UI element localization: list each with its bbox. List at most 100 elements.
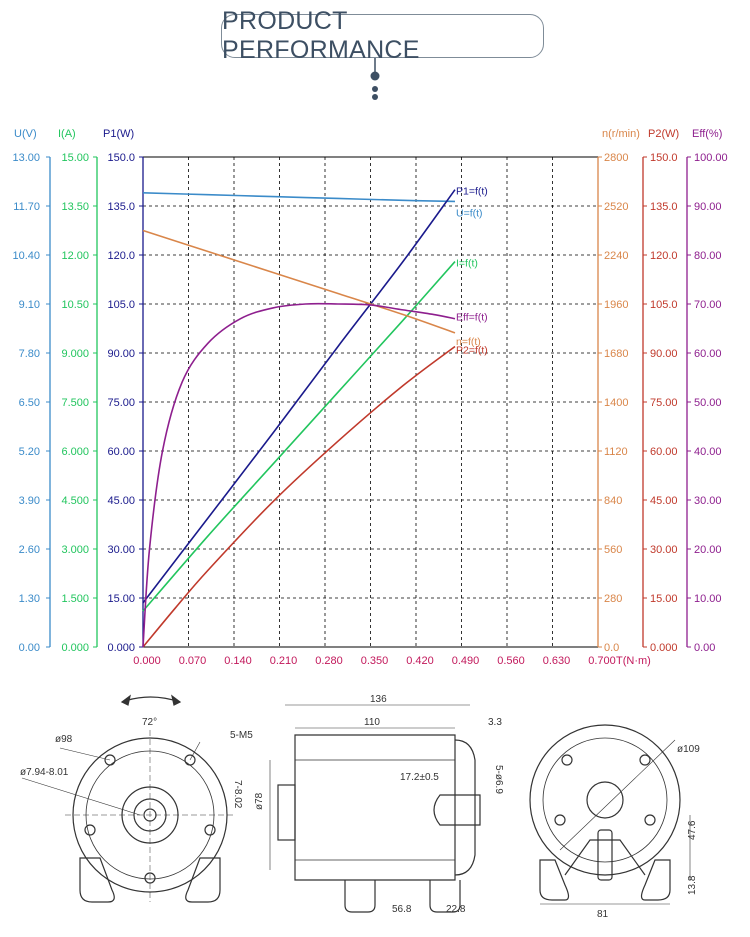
series-label-U: U=f(t) [456,207,483,219]
side-dia-label: ø78 [254,792,265,810]
y-tick-label-P1: 105.0 [107,299,135,311]
y-tick-label-P1: 45.00 [107,495,135,507]
y-tick-label-n: 2800 [604,152,628,164]
y-tick-label-Eff: 30.00 [694,495,722,507]
y-tick-label-I: 15.00 [61,152,89,164]
y-tick-label-I: 4.500 [61,495,89,507]
y-tick-label-U: 9.10 [19,299,40,311]
x-tick-label: 0.630 [543,655,571,667]
y-tick-label-n: 0.0 [604,642,619,654]
y-tick-label-P2: 0.000 [650,642,678,654]
y-tick-label-I: 6.000 [61,446,89,458]
y-tick-label-U: 0.00 [19,642,40,654]
y-tick-label-P1: 135.0 [107,201,135,213]
dimension-drawings: 72° ø98 5-M5 ø7.94-8.01 7-8.02 136 110 3… [20,694,700,920]
axis-title-n: n(r/min) [602,128,640,140]
side-flange-label: 3.3 [488,717,502,728]
y-tick-label-P2: 105.0 [650,299,678,311]
y-tick-label-I: 7.500 [61,397,89,409]
x-tick-label: 0.560 [497,655,525,667]
y-tick-label-Eff: 40.00 [694,446,722,458]
side-foot-spacing: 56.8 [392,904,412,915]
axis-title-U: U(V) [14,128,37,140]
y-tick-label-I: 13.50 [61,201,89,213]
axis-title-I: I(A) [58,128,76,140]
series-label-n: n=f(t) [456,336,481,348]
y-tick-label-P2: 120.0 [650,250,678,262]
y-tick-label-P1: 150.0 [107,152,135,164]
series-line-I [142,261,456,612]
x-tick-label: 0.420 [406,655,434,667]
front-holes-label: 5-M5 [230,730,253,741]
y-tick-label-P1: 60.00 [107,446,135,458]
y-tick-label-n: 560 [604,544,622,556]
rear-dia-label: ø109 [677,744,700,755]
front-angle-label: 72° [142,717,157,728]
y-tick-label-P1: 90.00 [107,348,135,360]
y-tick-label-U: 5.20 [19,446,40,458]
x-tick-label: 0.210 [270,655,298,667]
y-tick-label-P2: 75.00 [650,397,678,409]
x-tick-label: 0.000 [133,655,161,667]
y-tick-label-I: 3.000 [61,544,89,556]
x-tick-label: 0.700 [588,655,616,667]
axis-title-P2: P2(W) [648,128,679,140]
y-tick-label-n: 280 [604,593,622,605]
y-tick-label-I: 1.500 [61,593,89,605]
y-tick-label-U: 1.30 [19,593,40,605]
y-tick-label-P2: 60.00 [650,446,678,458]
y-tick-label-I: 9.000 [61,348,89,360]
y-tick-label-Eff: 60.00 [694,348,722,360]
y-tick-label-Eff: 90.00 [694,201,722,213]
x-tick-label: 0.070 [179,655,207,667]
y-tick-label-P1: 15.00 [107,593,135,605]
y-tick-label-P2: 90.00 [650,348,678,360]
y-tick-label-Eff: 0.00 [694,642,715,654]
y-tick-label-n: 1120 [604,446,628,458]
y-tick-label-n: 1680 [604,348,628,360]
y-tick-label-n: 1400 [604,397,628,409]
y-tick-label-P2: 30.00 [650,544,678,556]
side-view-drawing [269,704,481,913]
rear-width-label: 81 [597,909,609,920]
y-tick-label-P2: 150.0 [650,152,678,164]
axis-title-Eff: Eff(%) [692,128,722,140]
y-tick-label-U: 10.40 [12,250,40,262]
y-tick-label-n: 2240 [604,250,628,262]
y-tick-label-P2: 45.00 [650,495,678,507]
front-view-drawing [21,694,235,903]
y-tick-label-n: 2520 [604,201,628,213]
side-holes-label: 5-ø6.9 [493,765,504,794]
y-tick-label-Eff: 50.00 [694,397,722,409]
y-tick-label-U: 2.60 [19,544,40,556]
y-tick-label-I: 12.00 [61,250,89,262]
series-line-P1 [142,189,456,604]
series-label-I: I=f(t) [456,258,478,270]
y-tick-label-P1: 75.00 [107,397,135,409]
y-tick-label-U: 13.00 [12,152,40,164]
side-offset-label: 22.8 [446,904,466,915]
y-tick-label-P1: 30.00 [107,544,135,556]
y-tick-label-Eff: 10.00 [694,593,722,605]
y-tick-label-I: 10.50 [61,299,89,311]
y-tick-label-n: 840 [604,495,622,507]
side-length-body: 110 [364,717,380,728]
side-shaft-label: 17.2±0.5 [400,772,439,783]
y-tick-label-P2: 15.00 [650,593,678,605]
series-label-Eff: Eff=f(t) [456,312,488,324]
front-shaft-label: ø7.94-8.01 [20,767,69,778]
y-tick-label-P1: 0.000 [107,642,135,654]
y-tick-label-U: 6.50 [19,397,40,409]
y-tick-label-Eff: 100.00 [694,152,728,164]
axis-title-P1: P1(W) [103,128,134,140]
front-flat-label: 7-8.02 [232,780,243,809]
y-tick-label-P1: 120.0 [107,250,135,262]
x-tick-label: 0.490 [452,655,480,667]
y-tick-label-n: 1960 [604,299,628,311]
y-tick-label-Eff: 70.00 [694,299,722,311]
title-connector [370,58,380,100]
y-tick-label-Eff: 20.00 [694,544,722,556]
rear-view-drawing [529,724,691,905]
series-line-Eff [142,302,456,648]
y-tick-label-I: 0.000 [61,642,89,654]
